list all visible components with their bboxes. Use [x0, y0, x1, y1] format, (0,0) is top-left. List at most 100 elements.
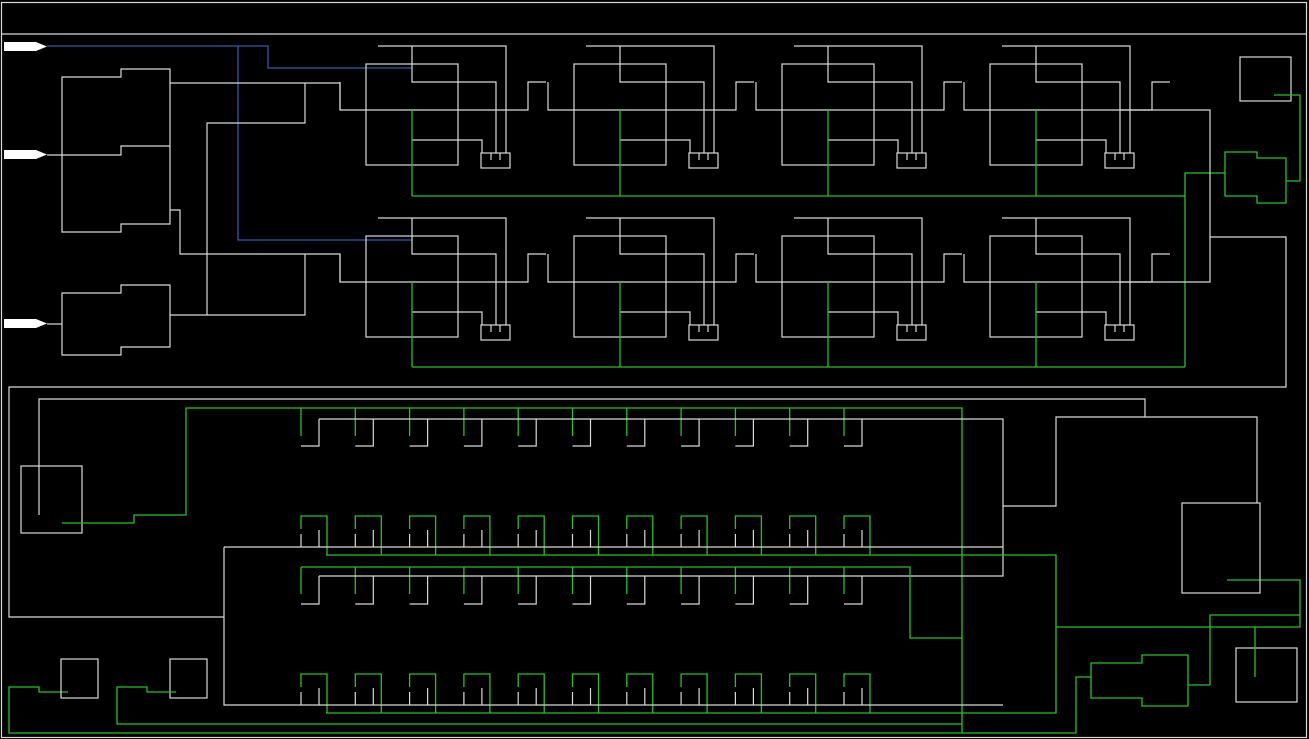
cell-output-wire [412, 311, 483, 325]
row-d-green-loop-9 [734, 673, 763, 713]
right-route-1 [8, 109, 1287, 618]
input-buffer-block-bottom [61, 284, 171, 356]
row-b-white-ticks-6 [571, 530, 592, 547]
row-b-white-ticks-8 [680, 530, 700, 547]
input-pin-2[interactable] [4, 150, 47, 159]
cell-r2-c2 [547, 217, 754, 367]
row-c-white-bracket-5 [518, 576, 537, 605]
row-b-green-loop-2 [354, 515, 382, 555]
cell-terminal [1104, 324, 1135, 341]
bottom-array-green-1 [301, 566, 962, 639]
cell-wiring [547, 45, 754, 153]
right-top-block-green [1274, 94, 1301, 182]
row-d-green-loop-4 [463, 673, 491, 713]
cell-terminal-ticks [1114, 153, 1125, 160]
row-c-white-bracket-7 [626, 576, 646, 605]
row-b-green-loop-1 [300, 515, 328, 555]
cell-output-wire [1036, 139, 1107, 153]
right-lower-block [1181, 502, 1261, 594]
cell-terminal [688, 324, 719, 341]
row-d-green-loop-7 [626, 673, 654, 713]
green-bus-vertical [1184, 172, 1225, 367]
cell-terminal-ticks [698, 153, 709, 160]
row-d-white-ticks-2 [354, 688, 374, 705]
route-top-out [170, 82, 341, 110]
row-d-white-ticks-4 [463, 688, 483, 705]
row-a-white-bracket-11 [844, 419, 863, 447]
right-green-gate [1224, 151, 1287, 204]
bottom-right-green [1209, 614, 1300, 685]
row-a-white-bracket-8 [681, 419, 700, 447]
left-lower-green [62, 407, 963, 733]
row-d-white-ticks-8 [680, 688, 700, 705]
input-buffer-block-top [61, 68, 171, 233]
row-d-white-ticks-1 [300, 688, 320, 705]
cell-output-wire [620, 311, 691, 325]
input-pin-3[interactable] [4, 319, 47, 328]
bottom-right-gate [1090, 654, 1189, 707]
cell-terminal-ticks [1114, 325, 1125, 332]
row-b-white-ticks-10 [789, 530, 809, 547]
cell-terminal [480, 152, 511, 169]
row-d-green-loop-5 [517, 673, 545, 713]
cell-wiring [339, 45, 546, 153]
row-a-white-bracket-5 [518, 419, 537, 447]
pin2-wire [47, 145, 170, 156]
row-a-white-bracket-1 [301, 419, 320, 447]
cell-terminal-ticks [490, 153, 501, 160]
cell-terminal [896, 324, 927, 341]
row-d-white-ticks-9 [734, 688, 754, 705]
row-c-white-bracket-2 [355, 576, 374, 605]
cell-r1-c4 [963, 45, 1170, 196]
bottom-row-b [300, 515, 871, 555]
row-c-white-bracket-11 [844, 576, 863, 605]
cell-r1-c2 [547, 45, 754, 196]
cell-terminal-ticks [698, 325, 709, 332]
row-b-green-loop-6 [571, 515, 600, 555]
row-b-green-loop-5 [517, 515, 545, 555]
cell-r1-c1 [339, 45, 546, 196]
row-a-white-bracket-6 [572, 419, 592, 447]
bottom-left-block-2 [169, 658, 208, 699]
bottom-array-white-frame [223, 416, 1258, 706]
row-b-white-ticks-5 [517, 530, 537, 547]
row-d-white-ticks-3 [409, 688, 429, 705]
row-c-white-bracket-1 [301, 576, 320, 605]
row-d-green-loop-6 [571, 673, 600, 713]
bottom-left-green-2 [116, 686, 962, 725]
cell-wiring [963, 217, 1170, 325]
cell-r1-c3 [755, 45, 962, 196]
route-bot-out [170, 83, 306, 316]
row-d-white-ticks-6 [571, 688, 592, 705]
bottom-array-green-2 [326, 554, 1057, 714]
row-d-green-loop-11 [843, 673, 871, 713]
row-a-white-bracket-4 [463, 419, 483, 447]
row-b-green-loop-4 [463, 515, 491, 555]
cell-terminal [688, 152, 719, 169]
cell-wiring [963, 45, 1170, 153]
cell-output-wire [828, 139, 899, 153]
row-a-white-bracket-9 [735, 419, 754, 447]
row-a-white-bracket-7 [626, 419, 646, 447]
cell-terminal [896, 152, 927, 169]
row-c-white-bracket-8 [681, 576, 700, 605]
row-c-white-bracket-4 [463, 576, 483, 605]
row-c-white-bracket-6 [572, 576, 592, 605]
cell-r2-c4 [963, 217, 1170, 367]
input-pin-1[interactable] [4, 42, 47, 51]
cell-r2-c1 [339, 217, 546, 367]
route-mid-out [170, 209, 341, 282]
row-d-white-ticks-5 [517, 688, 537, 705]
bottom-row-d [300, 673, 871, 713]
cell-output-wire [828, 311, 899, 325]
bottom-cell-array [300, 408, 871, 713]
row-a-white-bracket-10 [789, 419, 809, 447]
row-a-white-bracket-2 [355, 419, 374, 447]
row-d-green-loop-2 [354, 673, 382, 713]
row-b-green-loop-11 [843, 515, 871, 555]
cell-terminal [1104, 152, 1135, 169]
row-b-green-loop-7 [626, 515, 654, 555]
cell-wiring [339, 217, 546, 325]
left-lower-block [20, 465, 83, 534]
